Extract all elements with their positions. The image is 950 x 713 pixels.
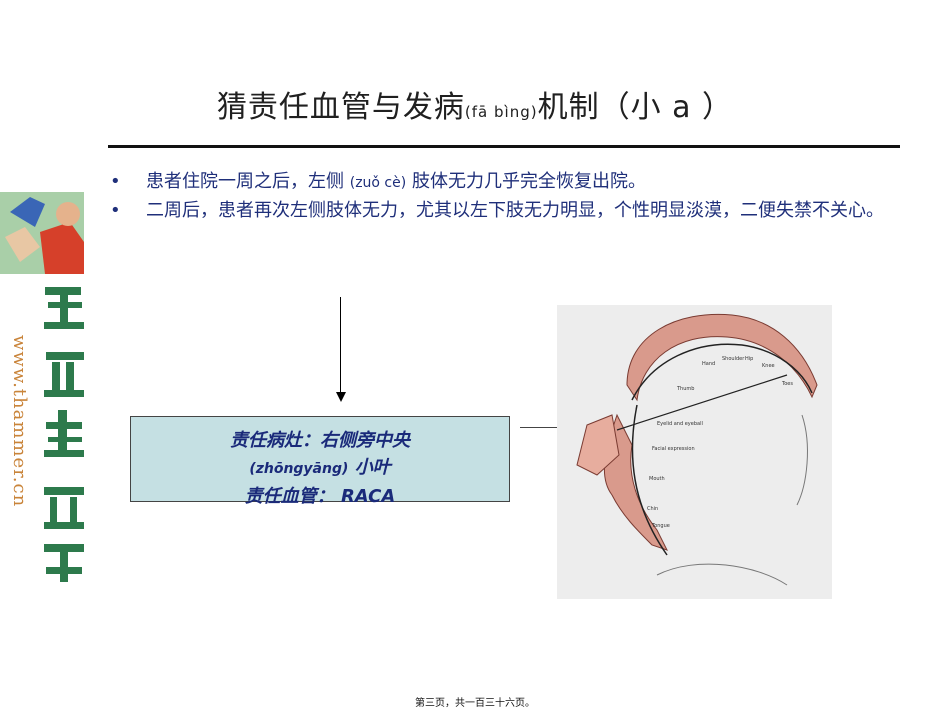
box-line-1: 责任病灶：右侧旁中央 [230, 430, 410, 451]
bullet-list: • 患者住院一周之后，左侧 (zuǒ cè) 肢体无力几乎完全恢复出院。 • 二… [110, 168, 910, 225]
down-arrow-line [340, 297, 341, 394]
bullet-item-2: • 二周后，患者再次左侧肢体无力，尤其以左下肢无力明显，个性明显淡漠，二便失禁不… [110, 197, 910, 225]
sidebar-photo [0, 192, 84, 274]
homunculus-diagram: Toes Knee Hip Shoulder Hand Thumb Eyelid… [557, 305, 832, 599]
title-divider [108, 145, 900, 148]
bullet-item-1: • 患者住院一周之后，左侧 (zuǒ cè) 肢体无力几乎完全恢复出院。 [110, 168, 910, 197]
box-line-2: (zhōngyāng) 小叶 [249, 457, 391, 478]
homunculus-label-chin: Chin [647, 506, 658, 512]
responsible-lesion-box: 责任病灶：右侧旁中央 (zhōngyāng) 小叶 责任血管： RACA [130, 416, 510, 507]
homunculus-label-hand: Hand [702, 361, 715, 367]
bullet-dot: • [110, 171, 121, 192]
homunculus-label-knee: Knee [762, 363, 775, 369]
homunculus-label-toes: Toes [781, 381, 793, 387]
down-arrow-icon [336, 392, 346, 402]
title-pinyin: (fā bìng) [464, 103, 538, 121]
homunculus-label-eyelid: Eyelid and eyeball [657, 421, 703, 427]
sidebar-url: www.thammer.cn [9, 335, 30, 508]
box-line-3: 责任血管： RACA [244, 486, 396, 507]
bullet-dot: • [110, 200, 121, 221]
homunculus-label-face: Facial expression [652, 446, 695, 452]
homunculus-label-hip: Hip [745, 356, 753, 362]
homunculus-label-mouth: Mouth [649, 476, 665, 482]
sidebar-calligraphy-logo [0, 282, 92, 587]
page-footer: 第三页，共一百三十六页。 [415, 698, 535, 709]
homunculus-label-shoulder: Shoulder [722, 356, 745, 362]
homunculus-label-thumb: Thumb [676, 386, 694, 392]
slide-title: 猜责任血管与发病(fā bìng)机制（小 a ） [216, 90, 734, 125]
homunculus-label-tongue: Tongue [651, 523, 670, 529]
